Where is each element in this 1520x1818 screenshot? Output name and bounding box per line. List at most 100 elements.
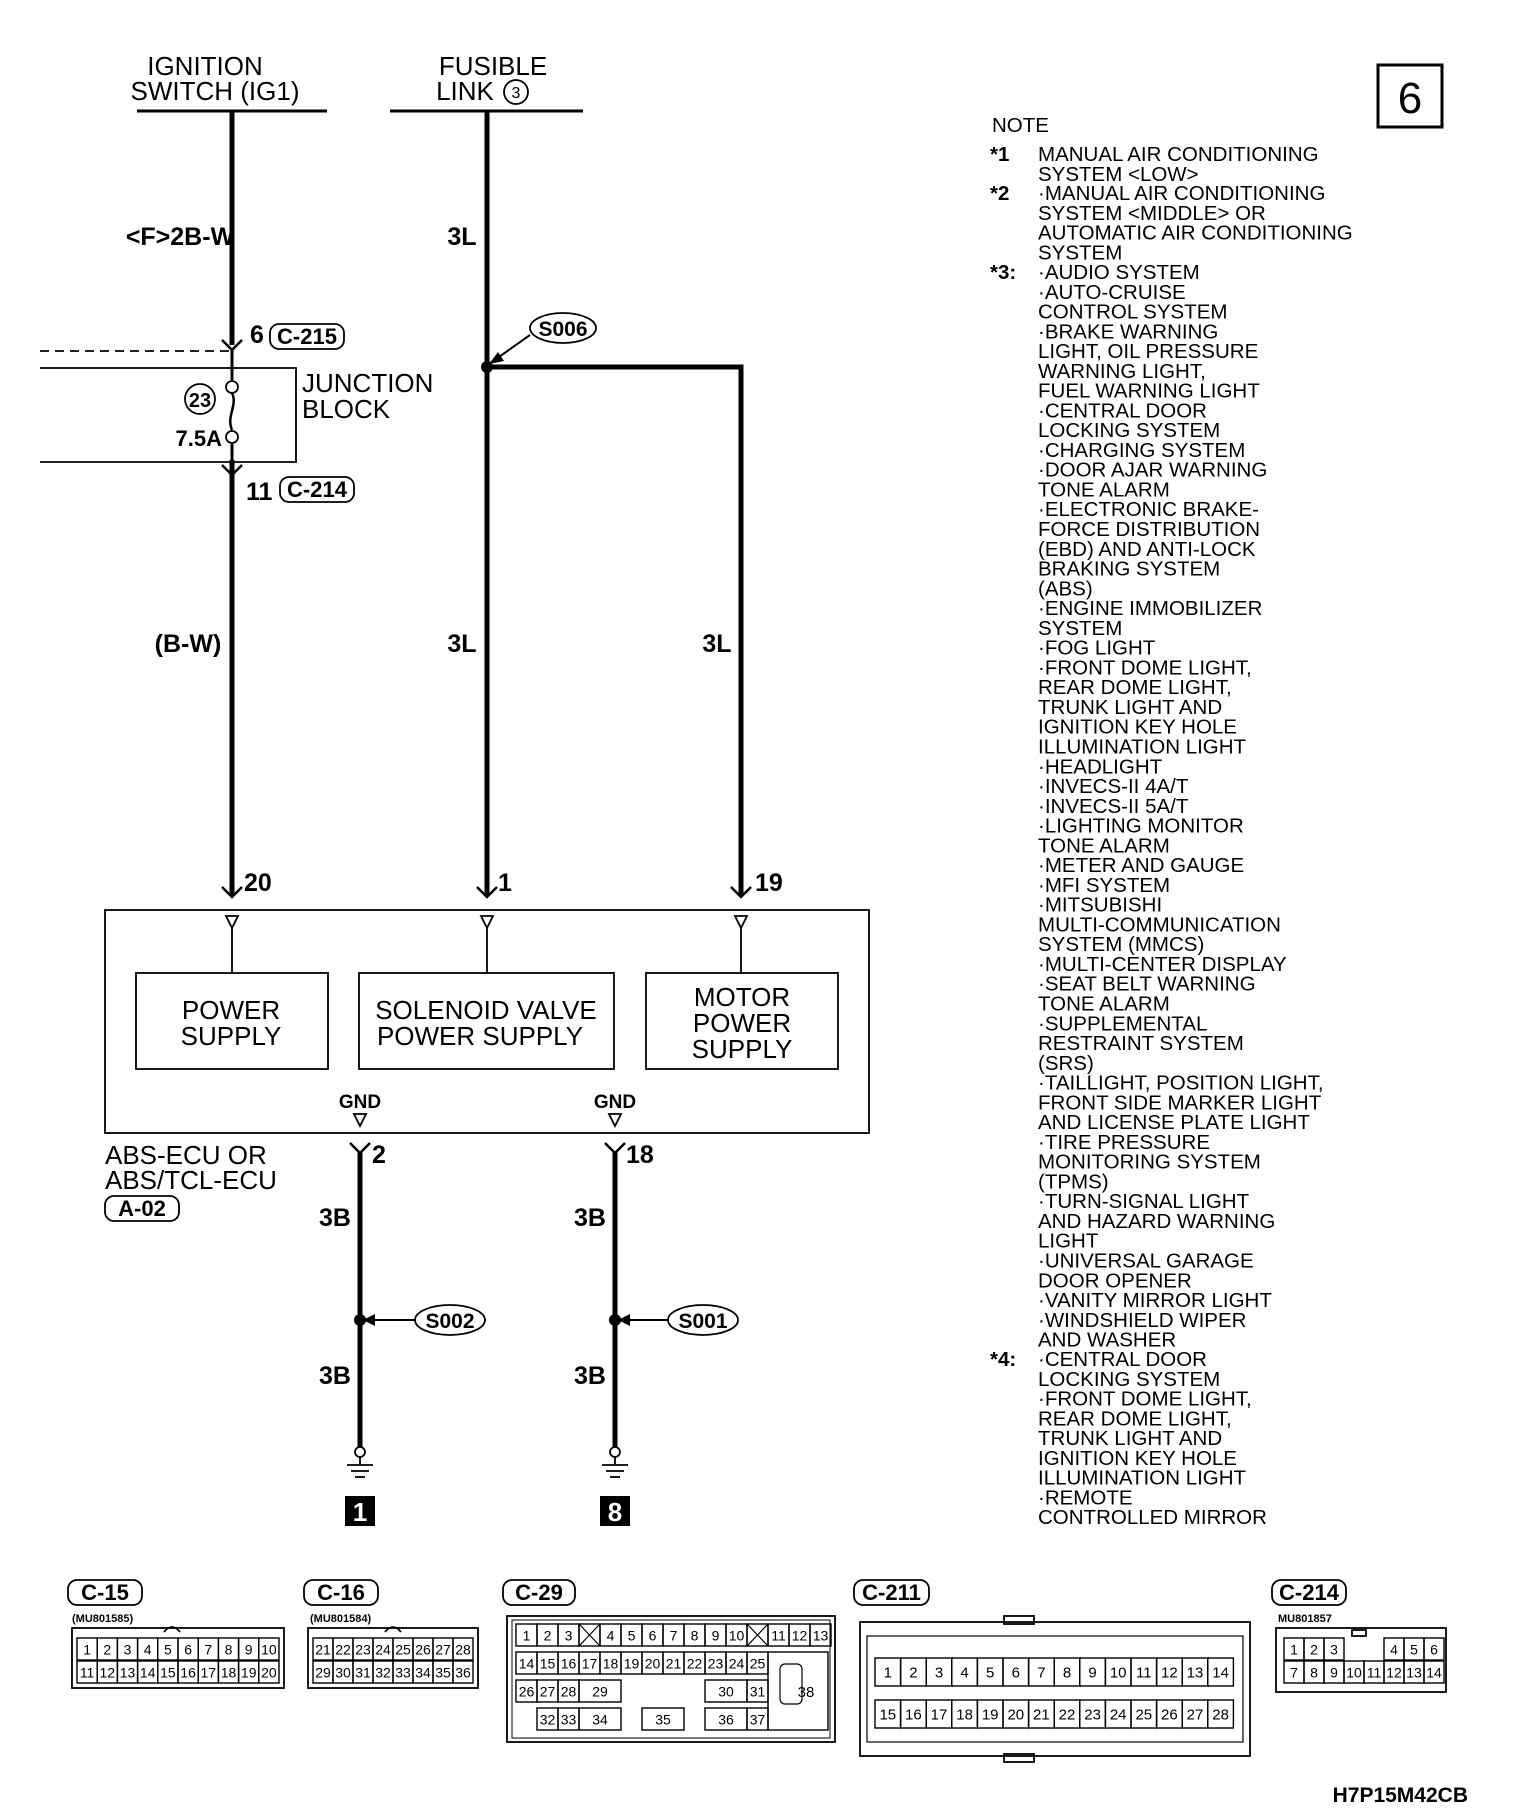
- pin-label: 36: [455, 1665, 471, 1681]
- pin-label: 16: [905, 1707, 922, 1724]
- pin-label: 1: [523, 1628, 531, 1644]
- pin-cell: [1423, 1637, 1445, 1661]
- connector-badge: [1271, 1579, 1347, 1606]
- pin-label: 15: [160, 1665, 176, 1681]
- note-line: REAR DOME LIGHT,: [1038, 1407, 1232, 1430]
- connector-part-number: MU801857: [1278, 1613, 1332, 1625]
- pin-cell: [452, 1637, 474, 1661]
- pin-label: 21: [315, 1642, 331, 1658]
- pin-label: 4: [1390, 1642, 1398, 1658]
- note-line: SYSTEM <LOW>: [1038, 163, 1199, 186]
- pin-label: 3: [565, 1628, 573, 1644]
- pin-label: 8: [691, 1628, 699, 1644]
- pin-label: 27: [435, 1642, 451, 1658]
- pin-label: 7: [1037, 1665, 1045, 1682]
- pin-label: 37: [750, 1712, 766, 1728]
- note-line: ·DOOR AJAR WARNING: [1038, 459, 1267, 482]
- pin-label: 13: [813, 1628, 829, 1644]
- pin-label: 20: [645, 1656, 661, 1672]
- pin-label: 4: [960, 1665, 968, 1682]
- pin-label: 5: [986, 1665, 994, 1682]
- fuse-number: 23: [189, 390, 211, 412]
- pin-label: 7: [670, 1628, 678, 1644]
- pin-label: 23: [1084, 1707, 1101, 1724]
- conn-badge-a02: [104, 1195, 180, 1222]
- pin-label: 11: [1367, 1665, 1382, 1681]
- note-title: NOTE: [992, 114, 1049, 137]
- splice-arrowhead-s002: [363, 1314, 375, 1326]
- splice-arrowhead-s006: [489, 352, 504, 364]
- note-line: ILLUMINATION LIGHT: [1038, 736, 1247, 759]
- connector-label: C-29: [515, 1580, 563, 1605]
- conn-badge-c215: [269, 323, 345, 350]
- pin-label: 6: [1430, 1642, 1438, 1658]
- gnd-label-a: GND: [339, 1092, 381, 1113]
- splice-badge-s001: [667, 1304, 739, 1336]
- note-line: LIGHT, OIL PRESSURE: [1038, 340, 1258, 363]
- note-line: ·TIRE PRESSURE: [1038, 1131, 1210, 1154]
- pin-label: 33: [395, 1665, 411, 1681]
- pin-label: 12: [100, 1665, 116, 1681]
- solenoid-supply-label-2: POWER SUPPLY: [377, 1021, 583, 1051]
- note-line: ·CENTRAL DOOR: [1038, 1348, 1207, 1371]
- ecu-name-2: ABS/TCL-ECU: [105, 1165, 277, 1195]
- power-supply-label-1: POWER: [182, 995, 280, 1025]
- note-line: LOCKING SYSTEM: [1038, 419, 1220, 442]
- note-line: AND WASHER: [1038, 1329, 1176, 1352]
- pin-label: 6: [649, 1628, 657, 1644]
- figure-code: H7P15M42CB: [1333, 1784, 1468, 1807]
- pin-label: 9: [1088, 1665, 1096, 1682]
- pin-label: 2: [1310, 1642, 1318, 1658]
- note-line: (TPMS): [1038, 1170, 1109, 1193]
- pin-label: 34: [415, 1665, 431, 1681]
- pin-label: 18: [221, 1665, 237, 1681]
- pin-label: 33: [561, 1712, 577, 1728]
- note-line: TONE ALARM: [1038, 993, 1170, 1016]
- pin-cell: [578, 1679, 622, 1703]
- ecu-pin-motor: 19: [755, 869, 783, 897]
- note-line: TONE ALARM: [1038, 834, 1170, 857]
- pin-cell-large: [767, 1651, 829, 1731]
- gnd-label-b: GND: [594, 1092, 636, 1113]
- note-line: WARNING LIGHT,: [1038, 360, 1206, 383]
- note-mark-star4: *4:: [990, 1348, 1016, 1371]
- note-line: TONE ALARM: [1038, 479, 1170, 502]
- pin-label: 22: [1059, 1707, 1076, 1724]
- pin-label: 9: [1330, 1665, 1338, 1681]
- note-line: BRAKING SYSTEM: [1038, 558, 1220, 581]
- pin-label: 16: [561, 1656, 577, 1672]
- pin-label: 15: [879, 1707, 896, 1724]
- pin-label: 13: [1187, 1665, 1204, 1682]
- wire-fl-mid: 3L: [447, 630, 476, 658]
- pin-label: 34: [592, 1712, 608, 1728]
- c214-housing: [1275, 1627, 1447, 1693]
- pin-label: 8: [1310, 1665, 1318, 1681]
- fusible-link-number-circle: [503, 79, 529, 105]
- pin-label: 24: [1110, 1707, 1127, 1724]
- note-line: SYSTEM: [1038, 617, 1122, 640]
- pin-arrow-1: [476, 886, 498, 899]
- page-id: 6: [1398, 74, 1422, 123]
- fuse-terminal-top: [225, 380, 239, 394]
- ecu-pin-gnd-b: 18: [626, 1141, 654, 1169]
- wire-ig-bottom: (B-W): [155, 630, 222, 658]
- ecu-pin-power: 20: [244, 869, 272, 897]
- pin-label: 5: [164, 1642, 172, 1658]
- ground-right: 8: [608, 1497, 622, 1527]
- jb-in-pin: 6: [250, 321, 264, 349]
- c29-inner: [511, 1619, 831, 1739]
- pin-label: 25: [1135, 1707, 1152, 1724]
- pin-label: 14: [1212, 1665, 1229, 1682]
- connector-arrow-c214: [221, 464, 243, 477]
- pin-label: 19: [982, 1707, 999, 1724]
- fuse-terminal-bottom: [225, 430, 239, 444]
- ignition-switch-label-2: SWITCH (IG1): [131, 76, 300, 106]
- pin-label: 5: [1410, 1642, 1418, 1658]
- pin-cell: [641, 1707, 685, 1731]
- c16-housing: [307, 1627, 479, 1689]
- pin-label: 11: [771, 1628, 786, 1644]
- conn-c214: C-214: [287, 477, 348, 502]
- pin-label: 11: [80, 1665, 95, 1681]
- pin-label: 3: [935, 1665, 943, 1682]
